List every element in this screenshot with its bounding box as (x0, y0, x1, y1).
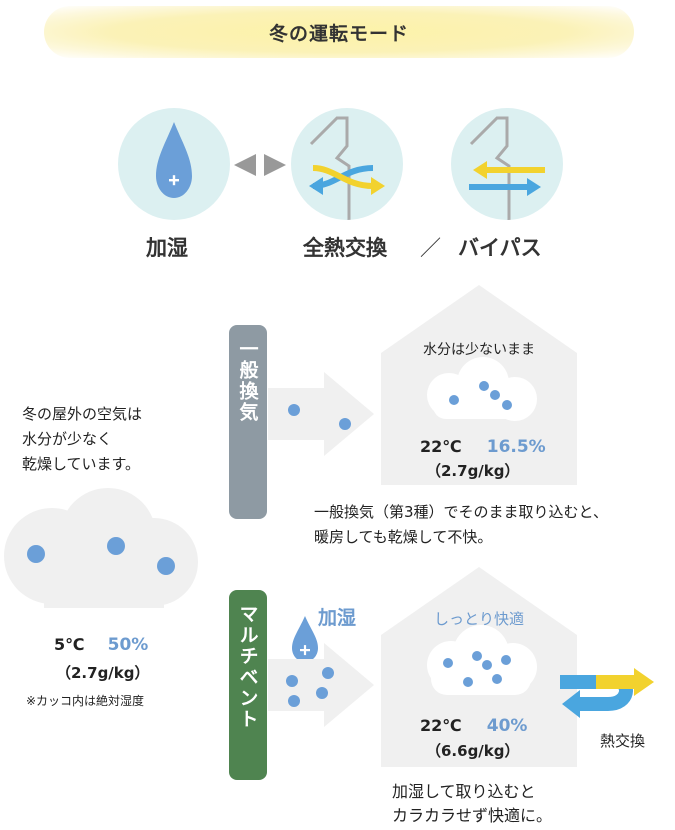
general-humidity: 16.5% (486, 437, 546, 457)
multi-temp: 22℃ (420, 716, 462, 735)
water-drop-plus-icon (292, 616, 318, 662)
moisture-dot (339, 418, 351, 430)
multi-humidify-label: 加湿 (318, 607, 357, 629)
moisture-dot (288, 404, 300, 416)
multi-intake-arrow (268, 643, 374, 727)
outdoor-air-cloud (4, 488, 198, 608)
bypass-label: バイパス (458, 236, 542, 260)
multi-stats: 22℃ 40% (420, 716, 527, 736)
heat-exchange-arrow-icon (560, 668, 654, 718)
multi-vent-bar: マルチベント (229, 590, 267, 780)
general-absolute-humidity: （2.7g/kg） (426, 462, 520, 480)
heat-exchange-label: 全熱交換 (303, 236, 387, 260)
heat-exchange-circle (291, 108, 403, 220)
general-caption: 一般換気（第3種）でそのまま取り込むと、 暖房しても乾燥して不快。 (314, 503, 608, 546)
general-house (381, 285, 577, 485)
multi-house-title: しっとり快適 (433, 610, 524, 628)
outdoor-absolute-humidity: （2.7g/kg） (56, 664, 150, 682)
multi-humidity: 40% (486, 716, 528, 736)
outdoor-temp: 5℃ (54, 635, 85, 654)
absolute-humidity-note: ※カッコ内は絶対湿度 (26, 694, 145, 708)
general-house-title: 水分は少ないまま (423, 342, 535, 358)
humidify-circle (118, 108, 230, 220)
heat-exchange-caption: 熱交換 (600, 732, 646, 750)
moisture-dot (27, 545, 45, 563)
multi-caption: 加湿して取り込むと カラカラせず快適に。 (392, 782, 553, 825)
page-title: 冬の運転モード (268, 22, 409, 45)
general-temp: 22℃ (420, 437, 462, 456)
moisture-dot (157, 557, 175, 575)
outdoor-humidity: 50% (107, 635, 149, 655)
general-ventilation-bar: 一般換気 (229, 325, 267, 519)
double-arrow-icon (234, 154, 286, 176)
outdoor-description: 冬の屋外の空気は 水分が少なく 乾燥しています。 (22, 405, 143, 473)
multi-absolute-humidity: （6.6g/kg） (426, 742, 520, 760)
heat-exchange-icon (309, 116, 385, 220)
humidify-label: 加湿 (146, 236, 188, 260)
moisture-dot (288, 695, 300, 707)
moisture-dot (322, 667, 334, 679)
mode-separator: ／ (420, 236, 441, 260)
general-stats: 22℃ 16.5% (420, 437, 546, 457)
moisture-dot (107, 537, 125, 555)
general-intake-arrow (268, 372, 374, 456)
outdoor-stats: 5℃ 50% (54, 635, 148, 655)
moisture-dot (316, 687, 328, 699)
multi-house (381, 567, 577, 767)
water-drop-plus-icon (156, 122, 192, 198)
bypass-circle (451, 108, 563, 220)
title-banner: 冬の運転モード (44, 6, 634, 58)
bypass-icon (469, 116, 545, 220)
moisture-dot (286, 675, 298, 687)
